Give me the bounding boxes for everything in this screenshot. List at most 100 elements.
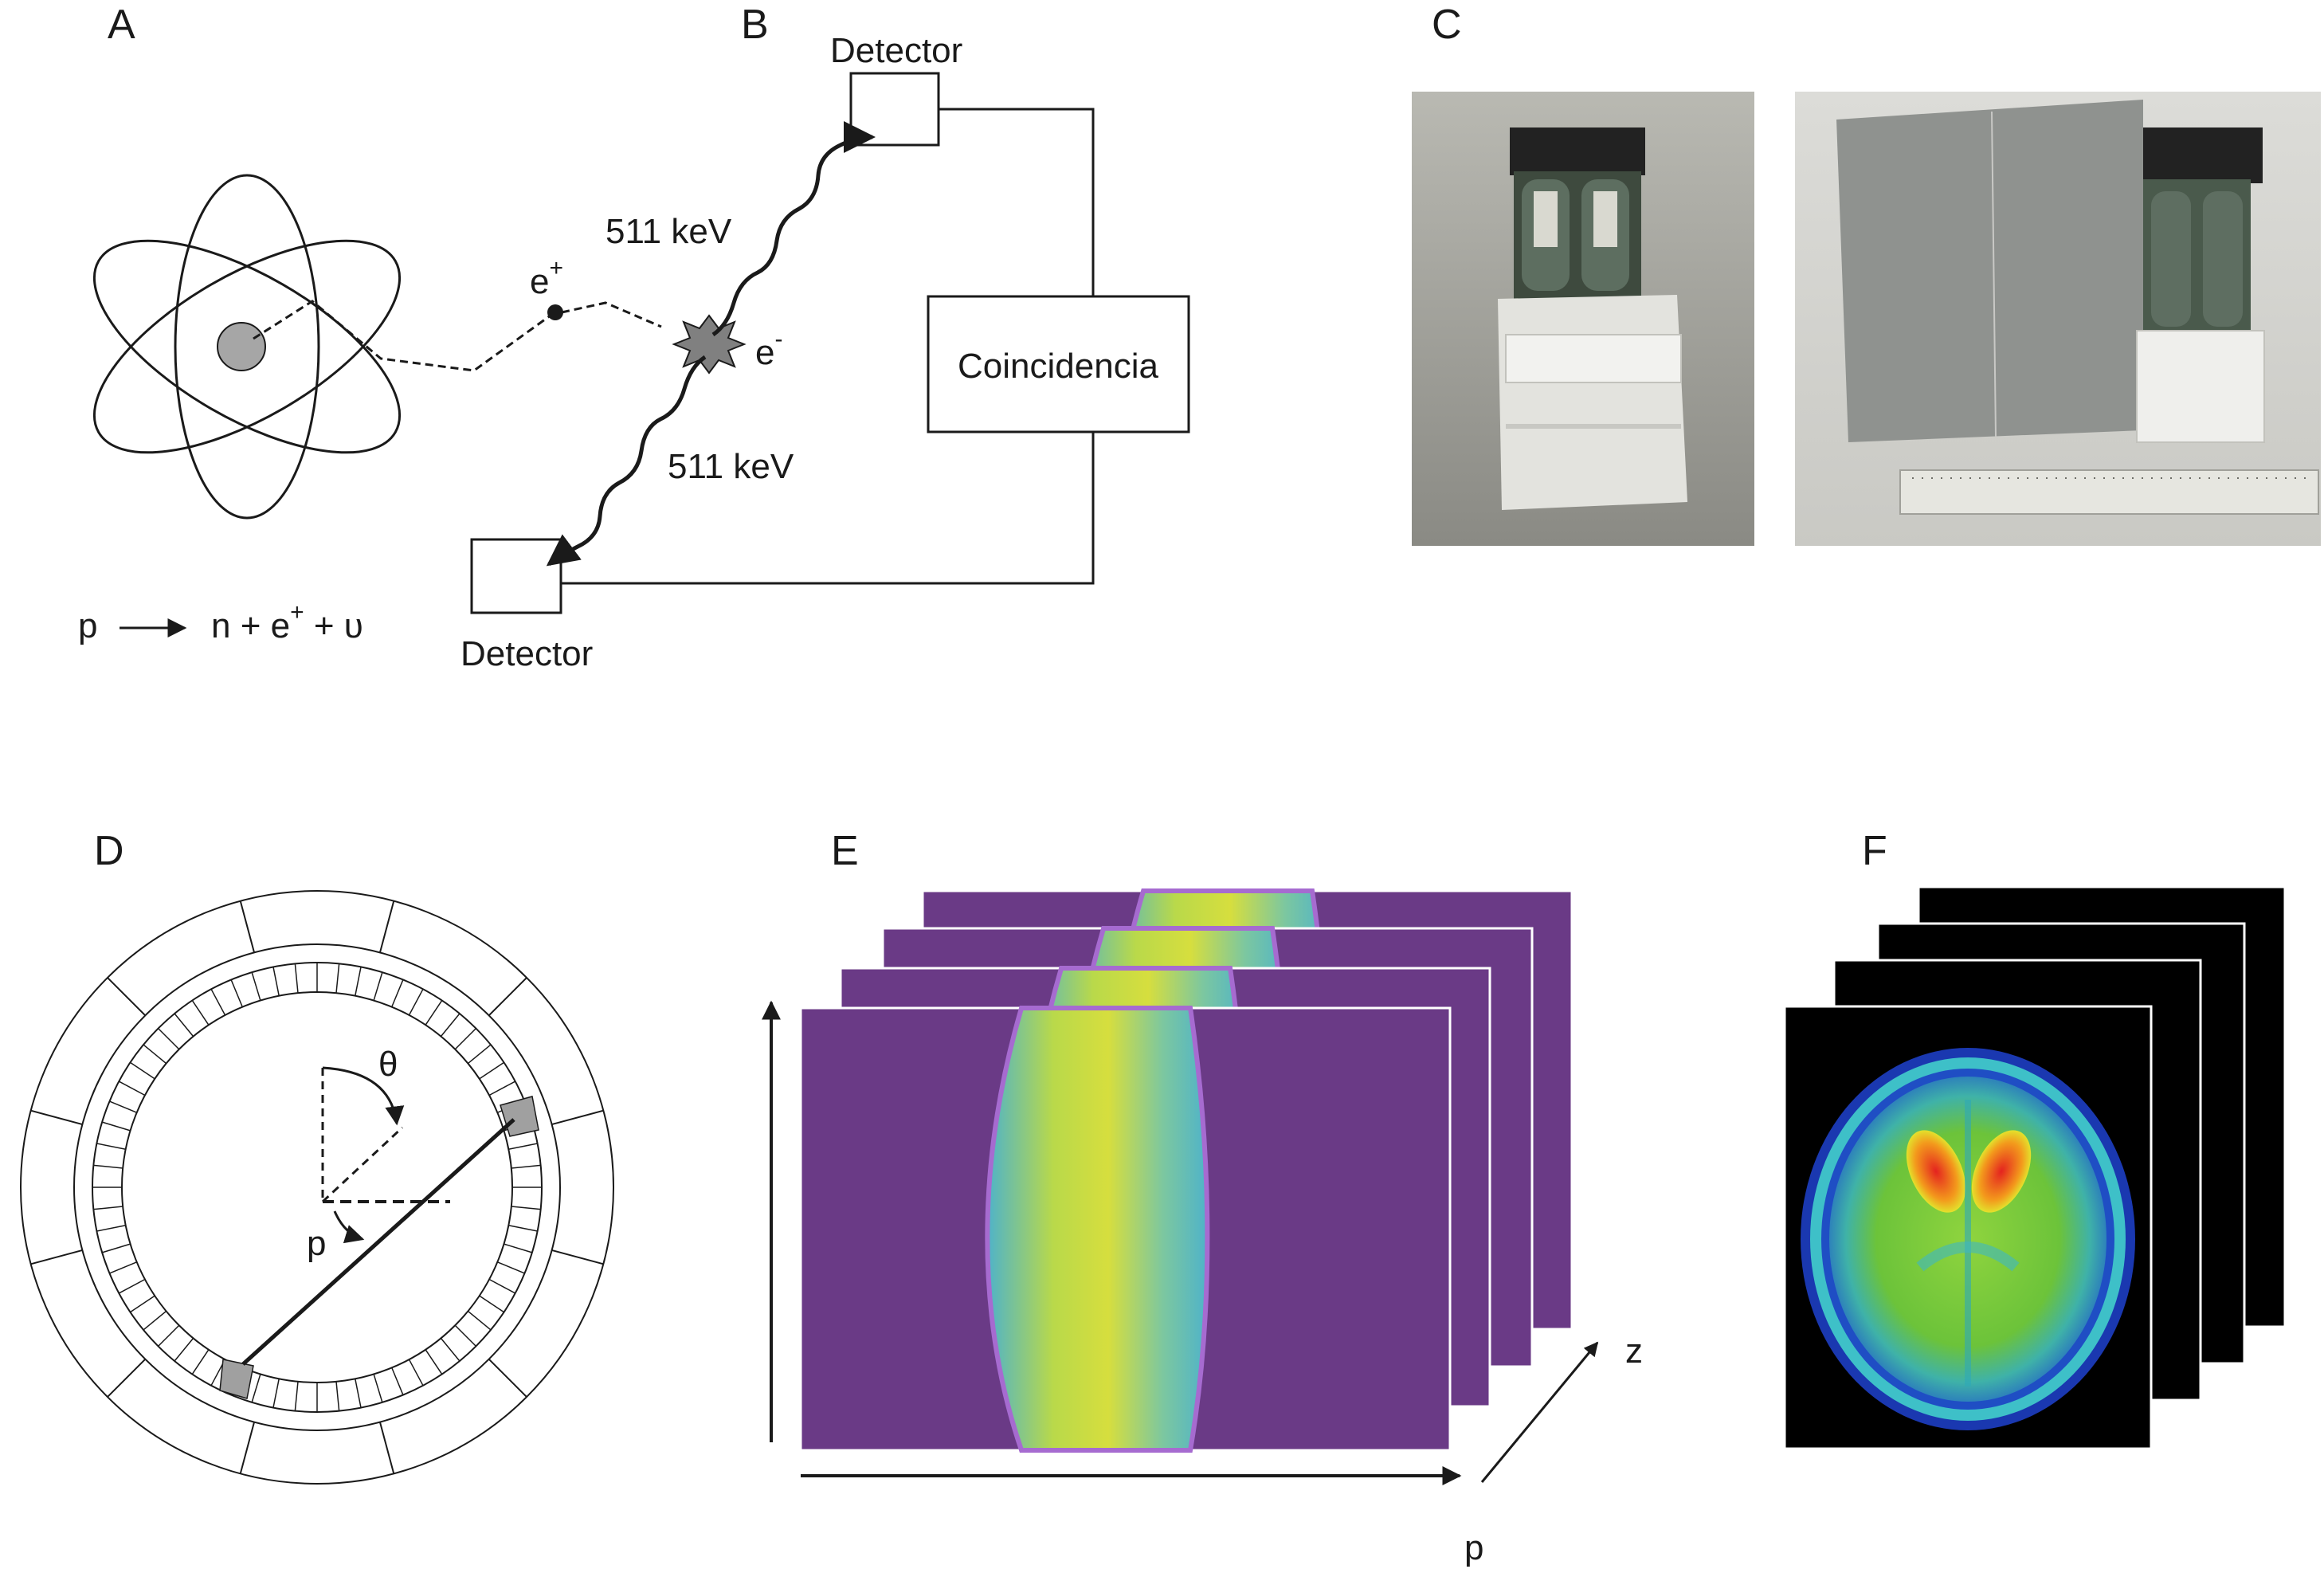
striatum-right bbox=[1971, 1130, 2032, 1213]
crystal-divider bbox=[511, 1206, 541, 1210]
block-divider bbox=[551, 1109, 604, 1126]
electron-label: e- bbox=[755, 326, 782, 372]
panel-a: A e+ p n + e+ + υ bbox=[78, 2, 662, 645]
atom-icon bbox=[92, 174, 402, 520]
crystal-divider bbox=[272, 1379, 280, 1408]
crystal-divider bbox=[467, 1310, 492, 1331]
scanner-outer-ring bbox=[20, 890, 614, 1485]
p-vector bbox=[321, 1126, 404, 1203]
crystal-divider bbox=[118, 1081, 146, 1096]
block-divider bbox=[107, 977, 147, 1017]
nucleus-icon bbox=[217, 322, 266, 371]
crystal-divider bbox=[508, 1225, 538, 1232]
crystal-divider bbox=[508, 1143, 538, 1150]
crystal-divider bbox=[158, 1324, 180, 1347]
crystal-divider bbox=[130, 1295, 155, 1313]
crystal-divider bbox=[294, 1381, 299, 1411]
block-divider bbox=[378, 1422, 395, 1474]
panel-b: B Detector Detector Coincidencia e- 511 … bbox=[460, 2, 1190, 673]
crystal-divider bbox=[93, 1164, 123, 1169]
crystal-divider bbox=[391, 1367, 404, 1395]
crystal-divider bbox=[109, 1100, 137, 1113]
detector-crystal-dividers bbox=[92, 963, 542, 1412]
crystal-divider bbox=[251, 971, 261, 1001]
theta-label: θ bbox=[378, 1045, 398, 1084]
coincidence-box bbox=[927, 295, 1190, 433]
crystal-divider bbox=[454, 1028, 476, 1050]
crystal-divider bbox=[373, 1374, 383, 1403]
z-axis-arrow bbox=[1480, 1341, 1599, 1483]
detector-top-label: Detector bbox=[830, 31, 962, 70]
positron-path-2 bbox=[561, 301, 662, 328]
crystal-divider bbox=[130, 1061, 155, 1080]
panel-letter-f: F bbox=[1862, 828, 1887, 874]
detector-module-photo bbox=[1412, 92, 1754, 546]
crystal-divider bbox=[454, 1324, 476, 1347]
wire-top bbox=[939, 108, 1095, 296]
p-arc bbox=[333, 1210, 365, 1244]
crystal-divider bbox=[143, 1044, 167, 1065]
theta-arc bbox=[322, 1066, 405, 1126]
crystal-divider bbox=[93, 1206, 123, 1210]
block-divider bbox=[488, 977, 527, 1017]
crystal-divider bbox=[488, 1278, 516, 1294]
crystal-divider bbox=[497, 1261, 525, 1274]
crystal-divider bbox=[294, 963, 299, 994]
gamma-ray-top bbox=[711, 121, 876, 337]
gamma-ray-bottom bbox=[546, 355, 707, 567]
panel-letter-d: D bbox=[94, 828, 124, 874]
detector-ring-photo bbox=[1795, 92, 2321, 546]
crystal-divider bbox=[272, 967, 280, 996]
crystal-divider bbox=[467, 1044, 492, 1065]
sinogram-slice bbox=[799, 1006, 1452, 1453]
p-label-e: p bbox=[1464, 1528, 1483, 1567]
wire-bottom bbox=[561, 432, 1095, 585]
sinogram-stack bbox=[799, 888, 1574, 1453]
block-divider bbox=[30, 1109, 83, 1126]
crystal-divider bbox=[479, 1295, 504, 1313]
crystal-divider bbox=[101, 1121, 131, 1132]
crystal-divider bbox=[174, 1337, 194, 1362]
crystal-divider bbox=[355, 1379, 362, 1408]
crystal-divider bbox=[101, 1243, 131, 1253]
z-label: z bbox=[1625, 1332, 1643, 1371]
panel-f: F bbox=[1783, 828, 2287, 1450]
positron-path bbox=[253, 300, 555, 372]
crystal-divider bbox=[335, 963, 340, 994]
panel-letter-c: C bbox=[1432, 2, 1462, 48]
block-divider bbox=[551, 1249, 604, 1265]
panel-d: D θ p bbox=[20, 828, 614, 1485]
energy-top-label: 511 keV bbox=[605, 212, 732, 251]
panel-letter-b: B bbox=[741, 2, 769, 48]
crystal-divider bbox=[488, 1081, 516, 1096]
crystal-divider bbox=[251, 1374, 261, 1403]
annihilation-icon bbox=[672, 314, 747, 375]
crystal-divider bbox=[158, 1028, 180, 1050]
positron-dot bbox=[547, 304, 563, 320]
block-divider bbox=[378, 900, 395, 953]
crystal-divider bbox=[210, 988, 226, 1016]
crystal-divider bbox=[479, 1061, 504, 1080]
scanner-middle-ring bbox=[73, 943, 561, 1431]
crystal-divider bbox=[96, 1225, 126, 1232]
line-of-response bbox=[241, 1118, 515, 1366]
crystal-divider bbox=[174, 1013, 194, 1038]
crystal-divider bbox=[440, 1337, 460, 1362]
crystal-divider bbox=[504, 1243, 533, 1253]
panel-c: C bbox=[1412, 2, 2321, 546]
crystal-divider bbox=[391, 979, 404, 1007]
detector-top-box bbox=[849, 72, 940, 147]
energy-bottom-label: 511 keV bbox=[668, 447, 794, 486]
reaction-p: p bbox=[78, 606, 97, 645]
crystal-divider bbox=[191, 1349, 210, 1375]
panel-letter-a: A bbox=[108, 2, 135, 48]
crystal-divider bbox=[230, 979, 243, 1007]
positron-label-a: e+ bbox=[530, 255, 563, 301]
block-divider bbox=[239, 900, 256, 953]
detector-bottom-box bbox=[470, 538, 562, 614]
block-divider bbox=[488, 1358, 527, 1398]
reaction-equation: n + e+ + υ bbox=[211, 599, 363, 645]
crystal-divider bbox=[425, 1349, 443, 1375]
striatum-left bbox=[1906, 1130, 1966, 1213]
crystal-divider bbox=[335, 1381, 340, 1411]
